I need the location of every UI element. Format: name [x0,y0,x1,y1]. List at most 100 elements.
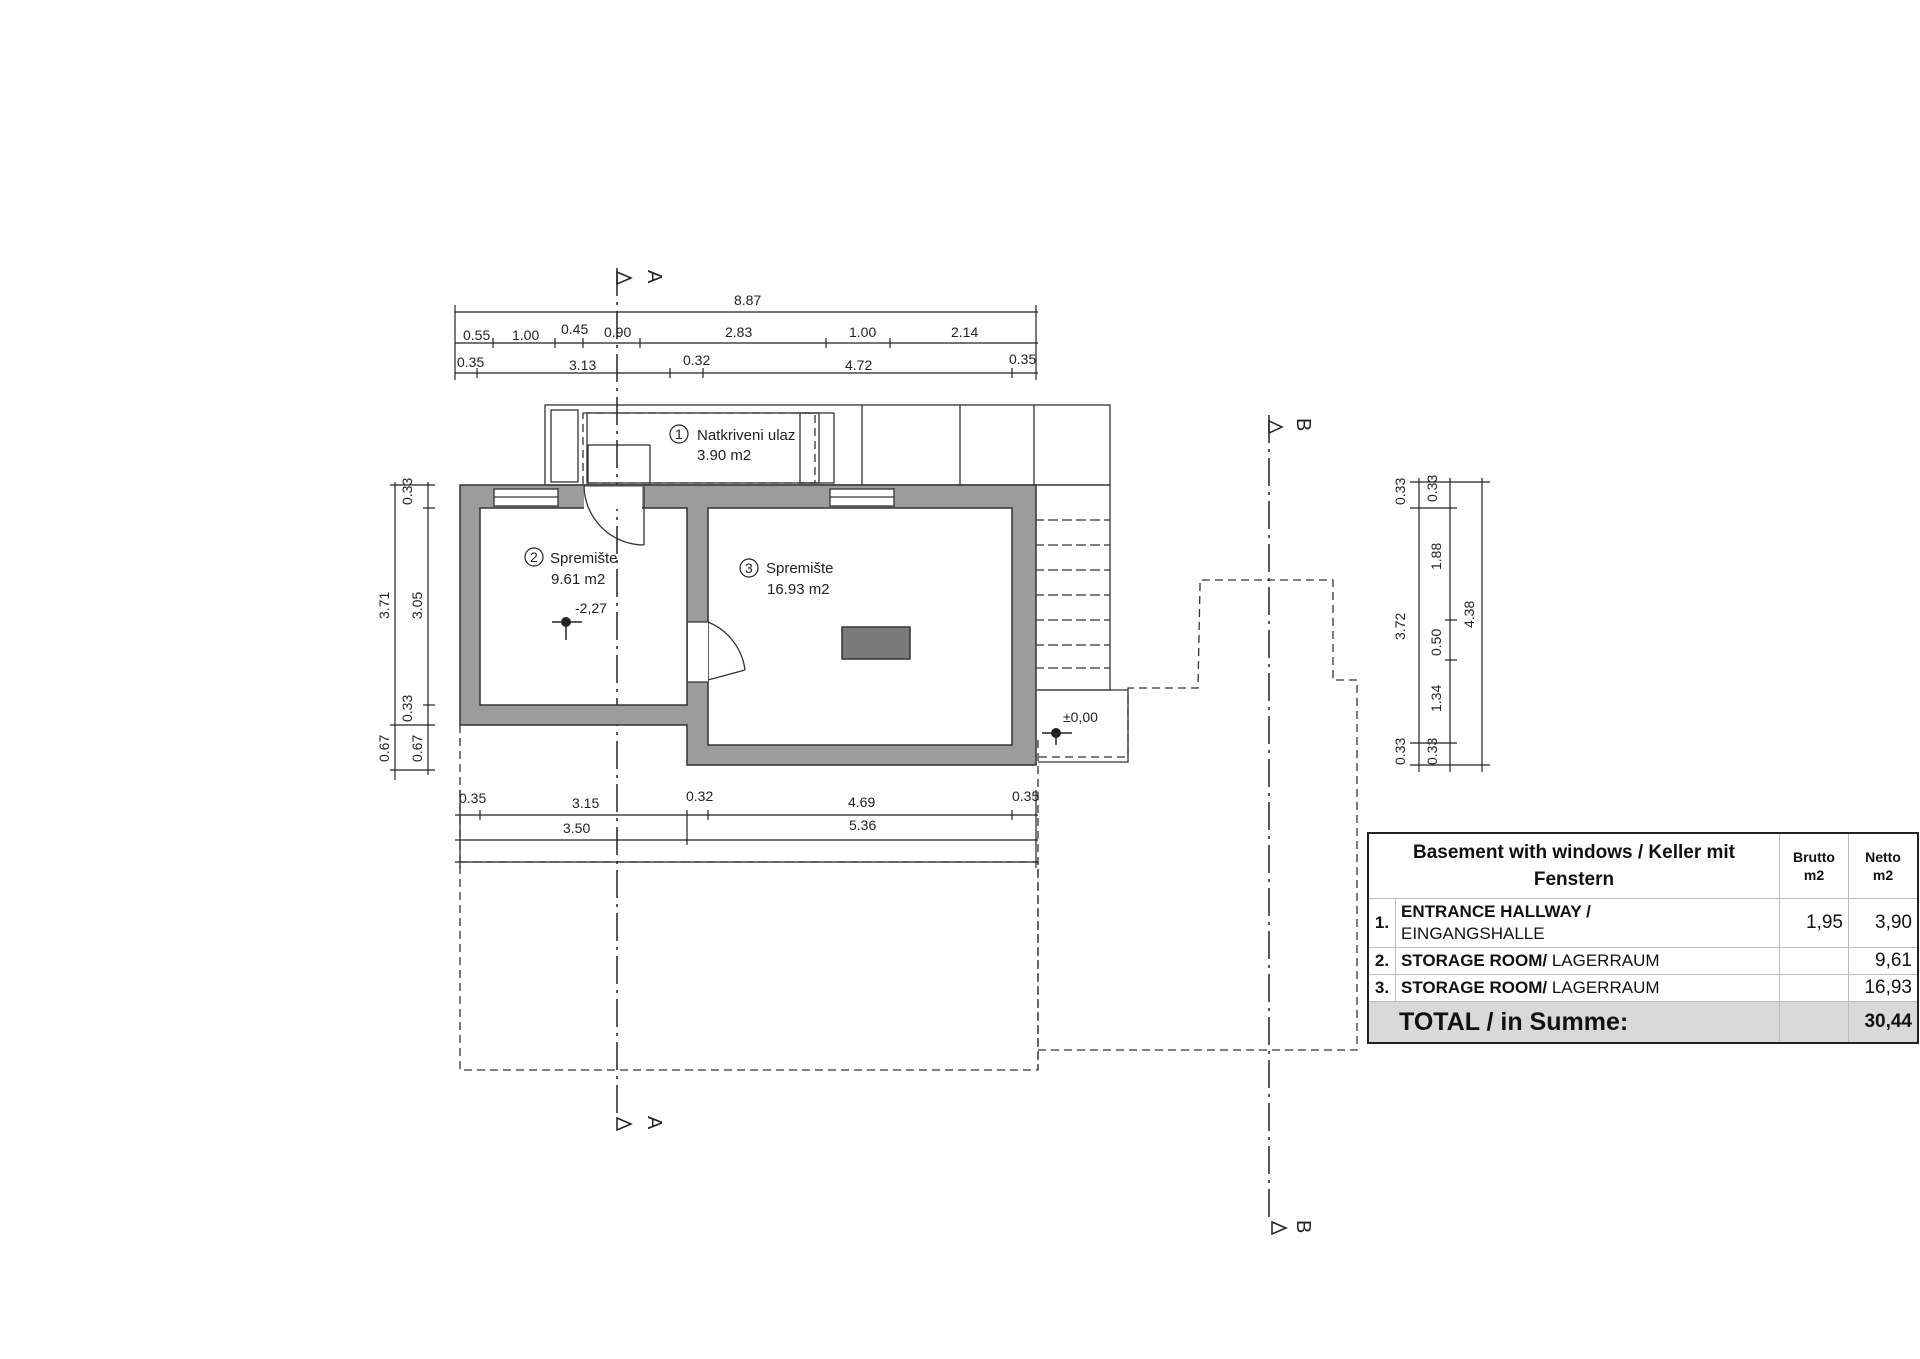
svg-text:1.34: 1.34 [1428,685,1444,712]
svg-text:0.35: 0.35 [459,790,486,806]
svg-text:3.15: 3.15 [572,795,599,811]
svg-text:1.88: 1.88 [1428,543,1444,570]
chimney [841,626,911,660]
row-name: ENTRANCE HALLWAY /EINGANGSHALLE [1395,898,1780,948]
dimension-text-bottom: 0.35 3.15 0.32 4.69 0.35 3.50 5.36 [459,788,1039,836]
dimension-text-left: 3.71 0.67 0.33 3.05 0.33 0.67 [376,478,425,762]
level-lower-text: -2,27 [575,600,607,616]
row-name: STORAGE ROOM/ LAGERRAUM [1395,947,1780,975]
svg-text:B: B [1292,1220,1314,1233]
section-marker-a-top: A [616,270,665,286]
level-marker-lower: -2,27 [552,600,607,640]
svg-text:Spremište: Spremište [550,550,618,567]
doors [583,484,746,681]
level-ground-text: ±0,00 [1063,709,1098,725]
svg-text:3.50: 3.50 [563,820,590,836]
walls [459,484,1037,766]
svg-text:3.71: 3.71 [376,592,392,619]
table-row: 3. STORAGE ROOM/ LAGERRAUM 16,93 [1367,974,1919,1002]
svg-text:0.55: 0.55 [463,327,490,343]
row-netto: 9,61 [1848,947,1919,975]
row-brutto [1779,947,1849,975]
svg-text:0.33: 0.33 [1392,738,1408,765]
openings [493,487,895,683]
svg-text:16.93 m2: 16.93 m2 [767,581,830,598]
svg-text:4.69: 4.69 [848,794,875,810]
svg-text:3: 3 [745,560,753,576]
column-header-netto: Netto m2 [1848,832,1919,899]
table-total-row: TOTAL / in Summe: 30,44 [1367,1001,1919,1044]
svg-text:B: B [1292,418,1314,431]
svg-text:2.14: 2.14 [951,324,978,340]
svg-text:0.35: 0.35 [1009,351,1036,367]
room-label-1: 1 Natkriveni ulaz 3.90 m2 [669,424,795,464]
svg-text:Natkriveni ulaz: Natkriveni ulaz [697,427,795,444]
svg-text:2.83: 2.83 [725,324,752,340]
svg-text:1: 1 [675,426,683,442]
svg-text:0.67: 0.67 [409,735,425,762]
column-header-brutto: Brutto m2 [1779,832,1849,899]
row-brutto [1779,974,1849,1002]
svg-text:0.90: 0.90 [604,324,631,340]
svg-text:0.45: 0.45 [561,321,588,337]
svg-text:4.72: 4.72 [845,357,872,373]
section-lines [616,268,1270,1220]
dimension-text-right: 0.33 3.72 0.33 0.33 1.88 0.50 1.34 0.33 … [1392,475,1477,765]
total-brutto [1779,1001,1849,1044]
svg-text:0.33: 0.33 [399,478,415,505]
svg-text:Spremište: Spremište [766,560,834,577]
section-marker-b-top: B [1268,418,1314,435]
table-title: Basement with windows / Keller mit Fenst… [1367,832,1780,899]
svg-text:3.72: 3.72 [1392,613,1408,640]
svg-text:0.33: 0.33 [1424,475,1440,502]
dimension-lines-left [390,482,435,780]
total-label: TOTAL / in Summe: [1367,1001,1780,1044]
svg-text:0.50: 0.50 [1428,629,1444,656]
entrance-canopy [544,404,1111,486]
svg-text:1.00: 1.00 [849,324,876,340]
level-marker-ground: ±0,00 [1042,709,1098,745]
svg-text:0.35: 0.35 [457,354,484,370]
dashed-outlines [459,412,1358,1071]
row-name: STORAGE ROOM/ LAGERRAUM [1395,974,1780,1002]
svg-text:8.87: 8.87 [734,292,761,308]
svg-text:2: 2 [530,549,538,565]
row-netto: 3,90 [1848,898,1919,948]
svg-text:0.32: 0.32 [683,352,710,368]
svg-text:3.13: 3.13 [569,357,596,373]
svg-text:1.00: 1.00 [512,327,539,343]
svg-text:0.33: 0.33 [1424,738,1440,765]
row-brutto: 1,95 [1779,898,1849,948]
svg-text:5.36: 5.36 [849,817,876,833]
area-table: Basement with windows / Keller mit Fenst… [1367,832,1919,1044]
row-number: 2. [1367,947,1396,975]
svg-text:0.32: 0.32 [686,788,713,804]
row-netto: 16,93 [1848,974,1919,1002]
dimension-lines-top [454,305,1038,380]
total-value: 30,44 [1848,1001,1919,1044]
svg-text:0.35: 0.35 [1012,788,1039,804]
stairs [1034,484,1129,763]
svg-text:0.67: 0.67 [376,735,392,762]
svg-text:3.90 m2: 3.90 m2 [697,447,751,464]
section-marker-b-bottom: B [1271,1220,1314,1236]
svg-text:3.05: 3.05 [409,592,425,619]
table-header-row: Basement with windows / Keller mit Fenst… [1367,832,1919,899]
room-label-2: 2 Spremište 9.61 m2 [524,547,618,588]
dimension-lines-bottom [455,790,1038,868]
row-number: 1. [1367,898,1396,948]
svg-text:9.61 m2: 9.61 m2 [551,571,605,588]
table-row: 2. STORAGE ROOM/ LAGERRAUM 9,61 [1367,947,1919,975]
svg-text:0.33: 0.33 [1392,478,1408,505]
row-number: 3. [1367,974,1396,1002]
svg-text:A: A [643,1116,665,1130]
section-marker-a-bottom: A [616,1116,665,1132]
svg-text:0.33: 0.33 [399,695,415,722]
svg-text:A: A [643,270,665,284]
table-row: 1. ENTRANCE HALLWAY /EINGANGSHALLE 1,95 … [1367,898,1919,948]
room-label-3: 3 Spremište 16.93 m2 [739,558,834,598]
dimension-text-top: 8.87 0.55 1.00 0.45 0.90 2.83 1.00 2.14 … [457,292,1036,373]
dimension-lines-right [1410,478,1490,772]
svg-text:4.38: 4.38 [1461,601,1477,628]
